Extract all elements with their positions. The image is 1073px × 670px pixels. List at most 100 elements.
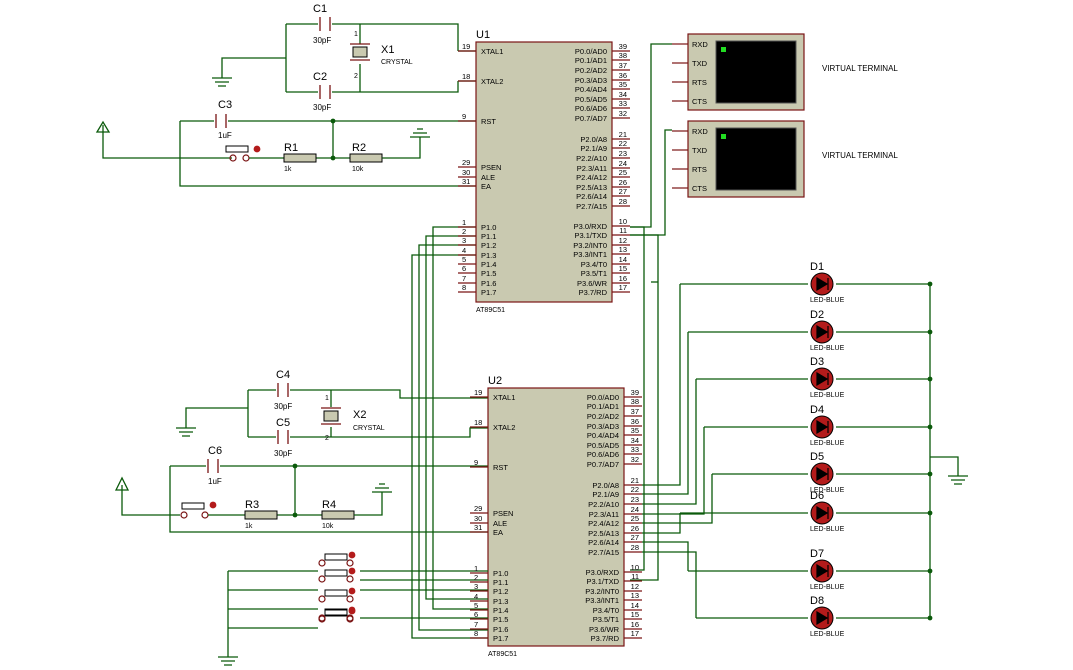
c3-value: 1uF <box>218 131 232 140</box>
c1-value: 30pF <box>313 36 331 45</box>
pin-name: P2.5/A13 <box>588 529 619 538</box>
pin-name: PSEN <box>493 509 513 518</box>
pin-number: 2 <box>474 573 478 582</box>
pin-number: 21 <box>619 130 627 139</box>
pin-number: 15 <box>619 264 627 273</box>
pin-number: 19 <box>462 42 470 51</box>
svg-text:1: 1 <box>354 31 358 38</box>
u1-oscillator-network: C1 30pF C2 30pF 1 2 X1 CRYSTAL <box>212 3 476 112</box>
pin-name: P0.7/AD7 <box>575 114 607 123</box>
r3-ref: R3 <box>245 499 259 511</box>
pin-name: P3.2/INT0 <box>585 587 619 596</box>
pin-number: 38 <box>619 51 627 60</box>
pin-number: 3 <box>462 236 466 245</box>
pin-name: P3.0/RXD <box>574 222 608 231</box>
pin-name: P1.7 <box>493 634 508 643</box>
led-ref: D8 <box>810 595 824 607</box>
pin-name: P2.5/A13 <box>576 183 607 192</box>
pin-number: 30 <box>474 514 482 523</box>
u2-chip: U2 AT89C51 <box>487 375 625 658</box>
serial-links <box>630 43 672 581</box>
c3-ref: C3 <box>218 99 232 111</box>
led-ref: D1 <box>810 261 824 273</box>
pin-name: P3.2/INT0 <box>573 241 607 250</box>
pin-number: 22 <box>619 139 627 148</box>
pin-number: 28 <box>631 543 639 552</box>
pin-name: P3.3/INT1 <box>585 596 619 605</box>
pin-number: 5 <box>474 601 478 610</box>
pin-number: 17 <box>631 629 639 638</box>
pin-number: 34 <box>631 436 639 445</box>
pin-name: P2.4/A12 <box>576 173 607 182</box>
x2-ref: X2 <box>353 409 366 421</box>
pin-name: PSEN <box>481 163 501 172</box>
pin-number: 36 <box>619 71 627 80</box>
pin-number: 7 <box>474 620 478 629</box>
pin-name: P1.1 <box>493 578 508 587</box>
pin-number: 14 <box>619 255 627 264</box>
c6-ref: C6 <box>208 445 222 457</box>
terminal-pin-label: RTS <box>692 165 707 174</box>
pin-number: 32 <box>619 109 627 118</box>
u1-ref: U1 <box>476 29 490 41</box>
pin-name: P1.3 <box>481 251 496 260</box>
u2-reset-network: C6 1uF R3 1k R4 10k <box>114 445 488 533</box>
pin-number: 25 <box>631 514 639 523</box>
c4-ref: C4 <box>276 369 290 381</box>
pin-number: 1 <box>474 564 478 573</box>
pin-name: P3.4/T0 <box>581 260 607 269</box>
pin-name: P3.6/WR <box>589 625 620 634</box>
led-value: LED-BLUE <box>810 440 845 447</box>
pin-name: P0.2/AD2 <box>587 412 619 421</box>
pin-number: 24 <box>619 159 627 168</box>
pin-number: 33 <box>631 445 639 454</box>
svg-text:2: 2 <box>354 73 358 80</box>
pin-name: P3.0/RXD <box>586 568 620 577</box>
led-ref: D3 <box>810 356 824 368</box>
r1-value: 1k <box>284 166 292 173</box>
pin-name: P2.0/A8 <box>592 481 619 490</box>
pin-number: 9 <box>462 112 466 121</box>
pin-number: 4 <box>474 592 478 601</box>
pin-name: P3.1/TXD <box>586 577 619 586</box>
pin-number: 27 <box>631 533 639 542</box>
p1-pushbutton <box>318 587 356 603</box>
pin-number: 23 <box>631 495 639 504</box>
pin-number: 35 <box>619 80 627 89</box>
pin-number: 16 <box>619 274 627 283</box>
led-ref: D7 <box>810 548 824 560</box>
pin-name: P0.0/AD0 <box>575 47 607 56</box>
pin-name: P1.6 <box>481 279 496 288</box>
led-value: LED-BLUE <box>810 345 845 352</box>
pin-name: P0.7/AD7 <box>587 460 619 469</box>
pin-number: 35 <box>631 426 639 435</box>
pin-name: P2.7/A15 <box>576 202 607 211</box>
pin-name: P2.4/A12 <box>588 519 619 528</box>
pin-name: P2.1/A9 <box>580 144 607 153</box>
pin-name: RST <box>493 463 508 472</box>
pin-number: 16 <box>631 620 639 629</box>
pin-name: P3.7/RD <box>579 288 608 297</box>
pin-number: 14 <box>631 601 639 610</box>
pin-name: RST <box>481 117 496 126</box>
terminal-pin-label: RXD <box>692 40 708 49</box>
pin-name: P1.7 <box>481 288 496 297</box>
c5-ref: C5 <box>276 417 290 429</box>
pin-number: 29 <box>474 504 482 513</box>
r2-value: 10k <box>352 166 364 173</box>
pin-name: P0.1/AD1 <box>587 402 619 411</box>
pin-number: 33 <box>619 99 627 108</box>
pin-name: EA <box>481 182 491 191</box>
x2-value: CRYSTAL <box>353 425 385 432</box>
pin-number: 15 <box>631 610 639 619</box>
pin-number: 39 <box>619 42 627 51</box>
pin-number: 6 <box>474 610 478 619</box>
pin-number: 17 <box>619 283 627 292</box>
pin-number: 23 <box>619 149 627 158</box>
